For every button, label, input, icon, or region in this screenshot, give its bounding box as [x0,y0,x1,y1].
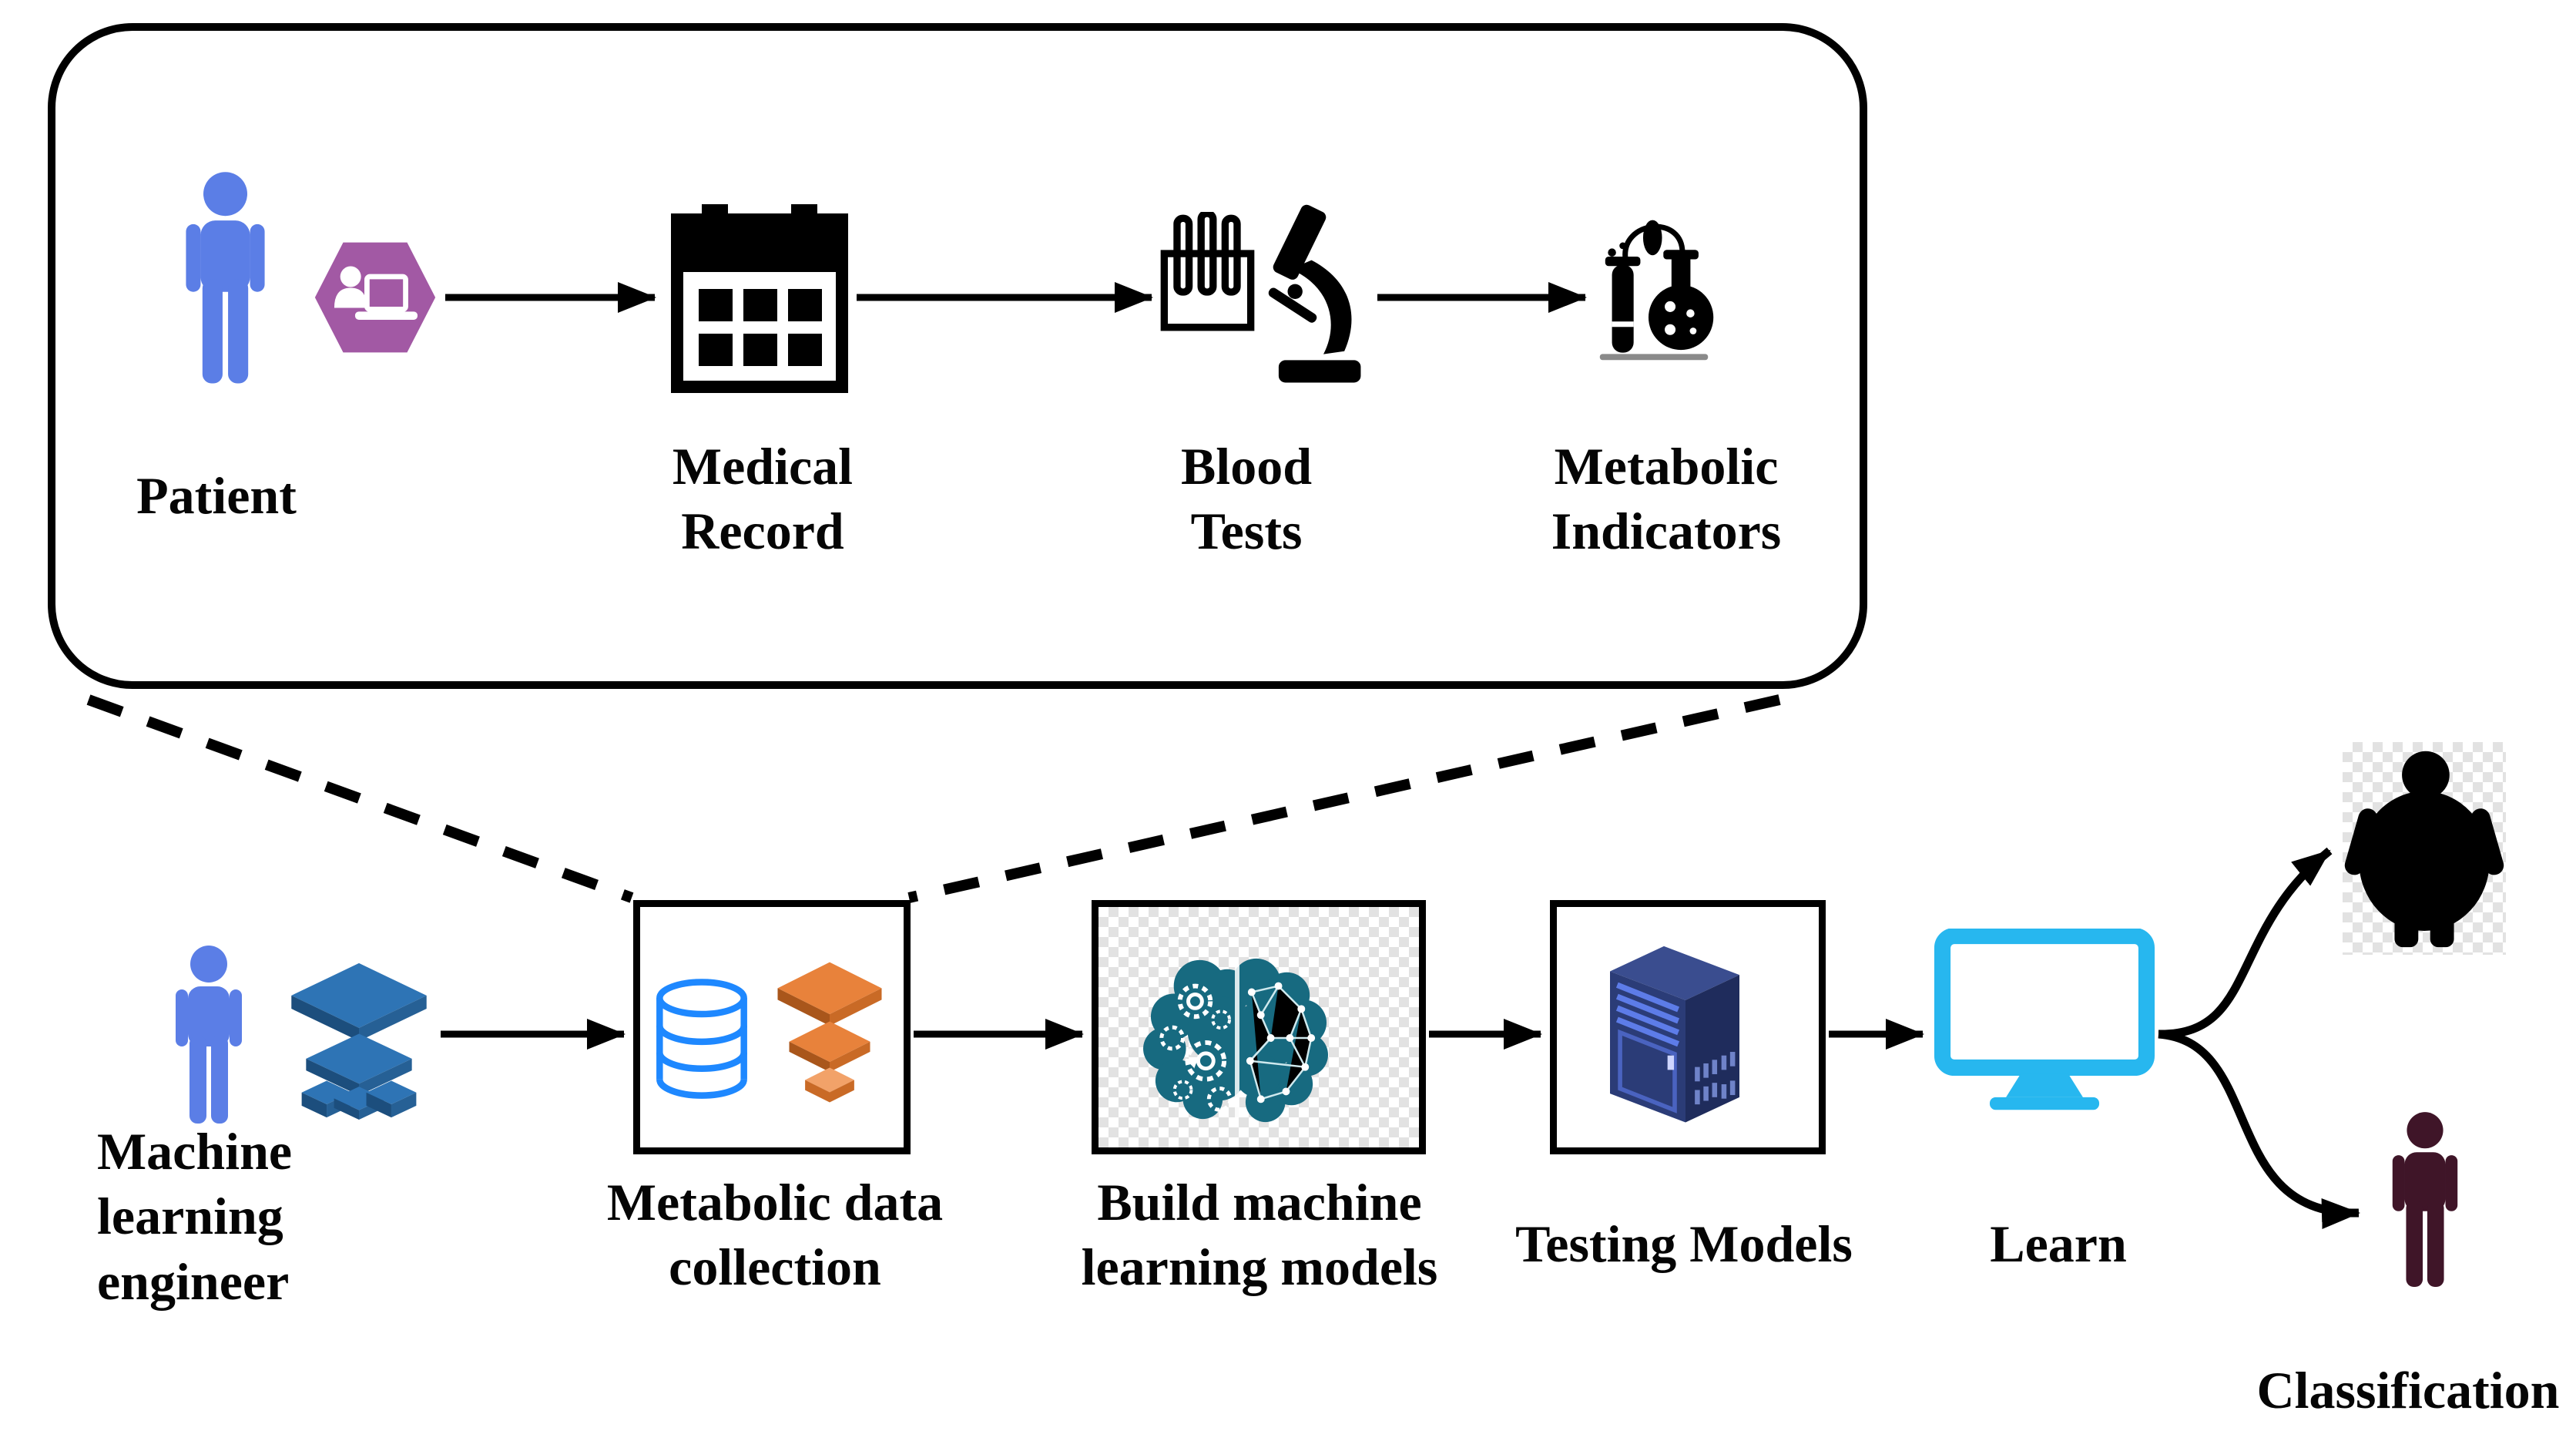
curve-learn-to-slim [2158,1030,2360,1229]
microscope-icon [1252,202,1371,395]
slim-person-icon [2383,1107,2467,1298]
patient-data-panel [48,23,1867,689]
build-models-label: Build machine learning models [1081,1173,1438,1297]
metabolic-data-box [633,900,911,1154]
classification-label: Classification [2256,1361,2560,1419]
testing-models-label: Testing Models [1515,1214,1853,1273]
person-laptop-hexagon-icon [312,239,438,356]
obese-person-icon [2343,742,2506,955]
engineer-person-icon [159,945,259,1130]
flask-test-tube-icon [1593,210,1715,381]
server-icon [1610,942,1761,1130]
dashed-zoom-line-left [86,694,634,903]
metabolic-indicators-label: Metabolic Indicators [1551,437,1782,561]
data-cubes-icon [283,962,434,1120]
patient-person-icon [173,171,277,391]
patient-label: Patient [136,466,297,525]
test-tubes-icon [1159,212,1256,332]
dashed-zoom-line-right [907,694,1781,903]
blood-tests-label: Blood Tests [1180,437,1313,561]
metabolic-data-label: Metabolic data collection [606,1173,944,1297]
database-icon [651,974,753,1105]
engineer-label: Machine learning engineer [97,1122,293,1311]
medical-record-label: Medical Record [672,437,854,561]
data-layers-icon [772,958,887,1108]
curve-learn-to-obese [2158,847,2333,1039]
brain-gears-network-icon [1129,946,1344,1130]
learn-label: Learn [1990,1214,2127,1273]
monitor-icon [1932,929,2157,1114]
calendar-icon [670,204,849,393]
